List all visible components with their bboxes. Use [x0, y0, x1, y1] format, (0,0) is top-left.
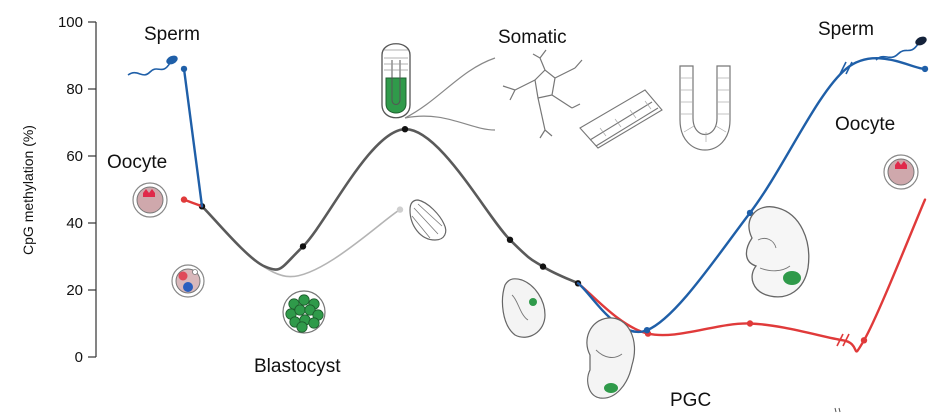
y-tick-label: 40 — [66, 215, 83, 232]
epithelium-icon — [679, 65, 731, 151]
somatic-branch-lines — [404, 57, 496, 131]
y-tick-label: 0 — [75, 349, 83, 366]
sperm-left-label: Sperm — [144, 24, 200, 45]
blastocyst-label: Blastocyst — [254, 356, 341, 377]
data-point-pgc-paternal — [921, 65, 929, 73]
data-point-pgc-maternal — [860, 337, 868, 344]
sperm-right-label: Sperm — [818, 19, 874, 40]
data-point-extraembryonic — [396, 206, 404, 213]
data-point-embryo — [506, 236, 514, 243]
somatic-label: Somatic — [498, 27, 567, 48]
y-tick-label: 100 — [58, 14, 83, 31]
sperm-left-icon — [127, 55, 178, 76]
epiblast-icon — [381, 43, 411, 119]
data-point-maternal-zygote — [180, 196, 188, 203]
curve-embryo — [200, 127, 580, 285]
oocyte-right-label: Oocyte — [835, 114, 895, 135]
data-point-embryo — [299, 243, 307, 250]
neuron-icon — [502, 49, 583, 139]
blastocyst-cell — [294, 304, 306, 316]
blastocyst-cell — [304, 304, 316, 316]
curve-paternal-zygote — [182, 67, 204, 208]
data-point-embryo — [401, 126, 409, 133]
muscle-fiber-icon — [579, 89, 663, 149]
oocyte-left-label: Oocyte — [107, 152, 167, 173]
y-axis: 0 20 40 60 80 100 CpG methylation (%) — [20, 14, 97, 366]
oocyte-left-icon — [132, 182, 168, 218]
data-point-pgc-paternal — [746, 209, 754, 217]
zygote-icon — [171, 264, 205, 298]
data-point-pgc-maternal — [746, 320, 754, 327]
mid-embryo-icon — [586, 317, 636, 399]
y-tick-label: 60 — [66, 148, 83, 165]
axis-break-marks — [836, 61, 853, 347]
fetus-icon — [745, 206, 810, 298]
decorative-ticks — [834, 407, 841, 413]
blastocyst-icon — [282, 290, 326, 334]
y-tick-label: 20 — [66, 282, 83, 299]
data-point-embryo — [539, 263, 547, 270]
y-axis-label: CpG methylation (%) — [20, 125, 36, 255]
blastocyst-cell — [298, 294, 310, 306]
blastocyst-cell — [296, 321, 308, 333]
data-point-paternal-zygote — [180, 65, 188, 73]
curve-extraembryonic — [201, 205, 401, 278]
blastocyst-cell — [308, 317, 320, 329]
pgc-label: PGC — [670, 390, 711, 411]
y-tick-label: 80 — [66, 81, 83, 98]
oocyte-right-icon — [883, 154, 919, 190]
placenta-icon — [409, 199, 447, 241]
data-point-pgc-paternal — [643, 327, 651, 334]
early-embryo-icon — [501, 278, 546, 338]
sperm-right-icon — [875, 36, 927, 61]
